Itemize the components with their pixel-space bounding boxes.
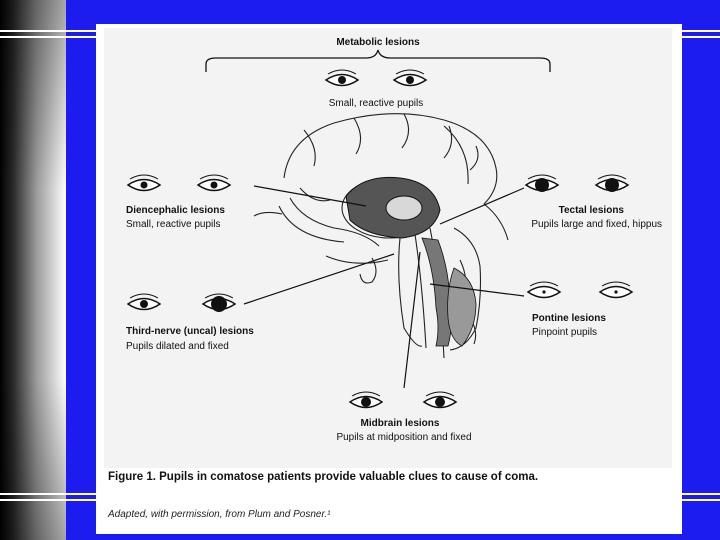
tectal-description: Pupils large and fixed, hippus	[531, 219, 662, 230]
diencephalic-description: Small, reactive pupils	[126, 219, 220, 230]
pontine-description: Pinpoint pupils	[532, 327, 597, 338]
metabolic-brace	[205, 49, 551, 72]
figure-credit: Adapted, with permission, from Plum and …	[108, 509, 331, 520]
midbrain-title: Midbrain lesions	[361, 418, 440, 429]
eye-icon	[527, 281, 561, 299]
eye-icon	[325, 69, 359, 87]
eye-icon	[423, 391, 457, 409]
metabolic-title: Metabolic lesions	[336, 37, 420, 48]
midbrain-description: Pupils at midposition and fixed	[336, 432, 471, 443]
brainstem-shaded-region	[421, 237, 452, 347]
pontine-title: Pontine lesions	[532, 313, 606, 324]
eye-icon	[127, 174, 161, 192]
metabolic-description: Small, reactive pupils	[329, 98, 423, 109]
third-nerve-description: Pupils dilated and fixed	[126, 341, 229, 352]
third-nerve-title: Third-nerve (uncal) lesions	[126, 326, 254, 337]
eye-icon	[127, 293, 161, 311]
eye-icon	[393, 69, 427, 87]
eye-icon	[349, 391, 383, 409]
figure-panel: Metabolic lesions Small, reactive pupils…	[96, 24, 682, 534]
left-gradient-bar	[0, 0, 66, 540]
diagram-area: Metabolic lesions Small, reactive pupils…	[104, 28, 672, 468]
cerebellum-region	[447, 267, 477, 347]
eye-icon	[525, 174, 559, 192]
eye-icon	[197, 174, 231, 192]
figure-caption: Figure 1. Pupils in comatose patients pr…	[108, 471, 539, 483]
eye-icon	[202, 293, 236, 312]
third-ventricle	[385, 195, 423, 221]
pointer-lines	[243, 185, 525, 389]
eye-icon	[595, 174, 629, 192]
tectal-title: Tectal lesions	[559, 205, 625, 216]
pupil-diagram: Metabolic lesions Small, reactive pupils…	[126, 37, 662, 443]
eye-icon	[599, 281, 633, 299]
diencephalic-title: Diencephalic lesions	[126, 205, 225, 216]
